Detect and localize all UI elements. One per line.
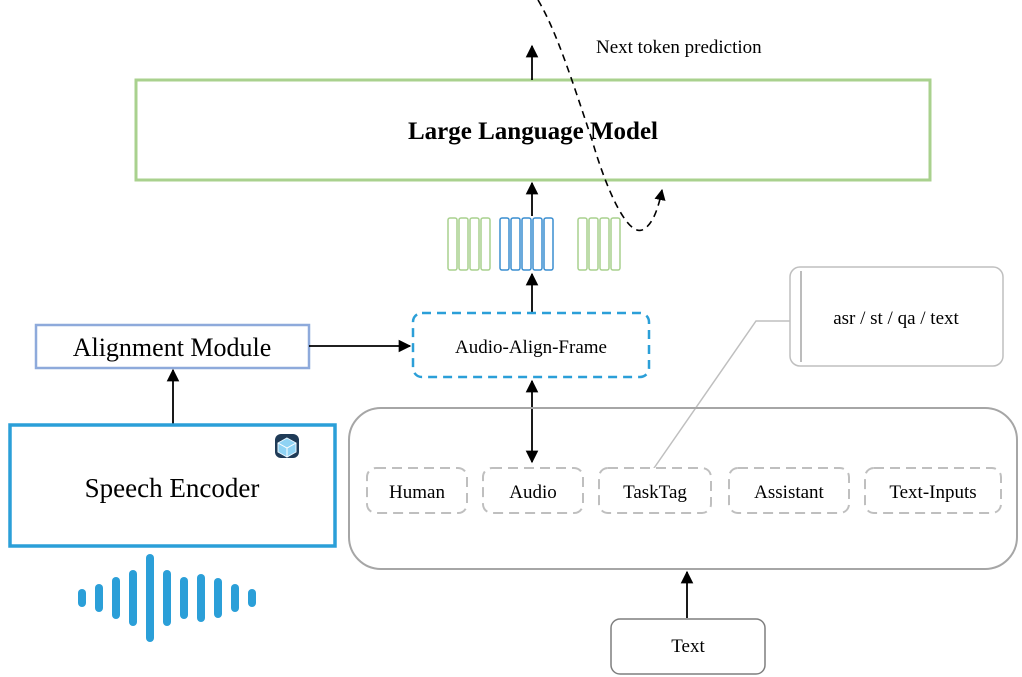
speech-encoder-box: Speech Encoder [8, 423, 337, 548]
text-input-label: Text [671, 636, 705, 657]
speech-encoder-label: Speech Encoder [85, 473, 260, 503]
text-input-box: Text [610, 618, 766, 675]
prompt-token-label: Human [389, 482, 445, 503]
prompt-template-container [348, 407, 1018, 570]
text-embedding-bar [588, 217, 599, 271]
prompt-token-assistant: Assistant [728, 467, 850, 514]
prompt-token-tasktag: TaskTag [598, 467, 712, 514]
audio-embedding-bar [532, 217, 543, 271]
task-tag-callout: asr / st / qa / text [789, 266, 1004, 367]
audio-embedding-bar [521, 217, 532, 271]
prompt-token-text-inputs: Text-Inputs [864, 467, 1002, 514]
prompt-token-label: TaskTag [623, 482, 687, 503]
callout-leader-line [651, 320, 790, 472]
text-embedding-bar [469, 217, 480, 271]
embedding-sequence [447, 217, 621, 271]
audio-waveform-icon [78, 554, 256, 642]
prompt-token-label: Audio [509, 482, 557, 503]
audio-embedding-bar [499, 217, 510, 271]
alignment-module-label: Alignment Module [73, 333, 272, 362]
prompt-token-human: Human [366, 467, 468, 514]
audio-align-frame-label: Audio-Align-Frame [455, 337, 607, 358]
text-embedding-bar [447, 217, 458, 271]
cube-icon [275, 434, 299, 458]
audio-embedding-bar [543, 217, 554, 271]
prompt-token-label: Assistant [754, 482, 824, 503]
audio-embedding-bar [510, 217, 521, 271]
audio-align-frame-box: Audio-Align-Frame [411, 311, 651, 379]
prompt-token-audio: Audio [482, 467, 584, 514]
text-embedding-bar [577, 217, 588, 271]
text-embedding-bar [610, 217, 621, 271]
llm-label: Large Language Model [408, 118, 658, 145]
text-embedding-bar [480, 217, 491, 271]
text-embedding-bar [599, 217, 610, 271]
prompt-token-label: Text-Inputs [889, 482, 976, 503]
llm-box: Large Language Model [134, 78, 932, 182]
alignment-module-box: Alignment Module [34, 323, 311, 370]
autoregressive-loop-arrow [537, 0, 666, 232]
task-tag-callout-label: asr / st / qa / text [833, 308, 959, 329]
next-token-label: Next token prediction [596, 37, 762, 58]
text-embedding-bar [458, 217, 469, 271]
